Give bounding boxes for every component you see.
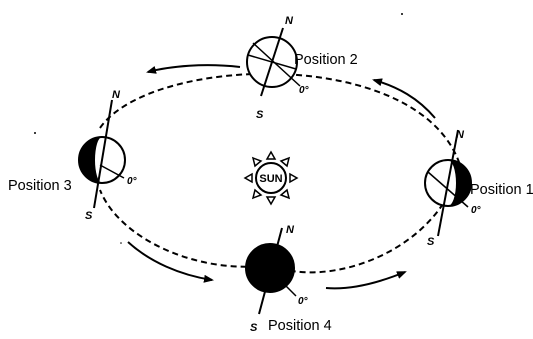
earth-position-1: N S 0° Position 1: [424, 129, 533, 248]
meridian-label: 0°: [471, 205, 482, 216]
south-label: S: [85, 210, 93, 222]
earth-position-4: N S 0° Position 4: [245, 224, 332, 334]
sun-label: SUN: [259, 173, 282, 185]
axis-line: [437, 129, 459, 237]
meridian-label: 0°: [299, 85, 310, 96]
meridian-label: 0°: [127, 176, 138, 187]
orbit-path: [99, 72, 462, 274]
meridian-line: [427, 171, 469, 208]
equator-line: [247, 54, 297, 70]
sun-rays: [243, 150, 299, 206]
position-label: Position 1: [470, 182, 533, 198]
earth-position-2: N S 0° Position 2: [246, 15, 358, 121]
south-label: S: [250, 322, 258, 334]
scan-specks: [34, 13, 403, 244]
night-side: [79, 137, 102, 183]
earth-position-3: N S 0° Position 3: [8, 89, 138, 222]
meridian-label: 0°: [298, 296, 309, 307]
position-label: Position 4: [268, 318, 332, 334]
position-label: Position 3: [8, 178, 72, 194]
arrow-top-left: [146, 64, 241, 74]
arrow-bottom-left: [127, 241, 214, 283]
meridian-line: [275, 275, 297, 297]
north-label: N: [285, 15, 294, 27]
north-label: N: [112, 89, 121, 101]
orbit-direction-arrows: [127, 64, 436, 290]
axis-line: [258, 227, 283, 315]
north-label: N: [286, 224, 295, 236]
meridian-line: [99, 164, 125, 179]
arrow-bottom-right: [325, 271, 407, 290]
position-label: Position 2: [294, 52, 358, 68]
north-label: N: [456, 129, 465, 141]
arrow-top-right: [372, 78, 436, 119]
night-side: [448, 160, 471, 206]
axis-line: [93, 99, 113, 209]
meridian-line: [252, 42, 301, 87]
south-label: S: [427, 236, 435, 248]
sun: SUN: [243, 150, 299, 206]
south-label: S: [256, 109, 264, 121]
